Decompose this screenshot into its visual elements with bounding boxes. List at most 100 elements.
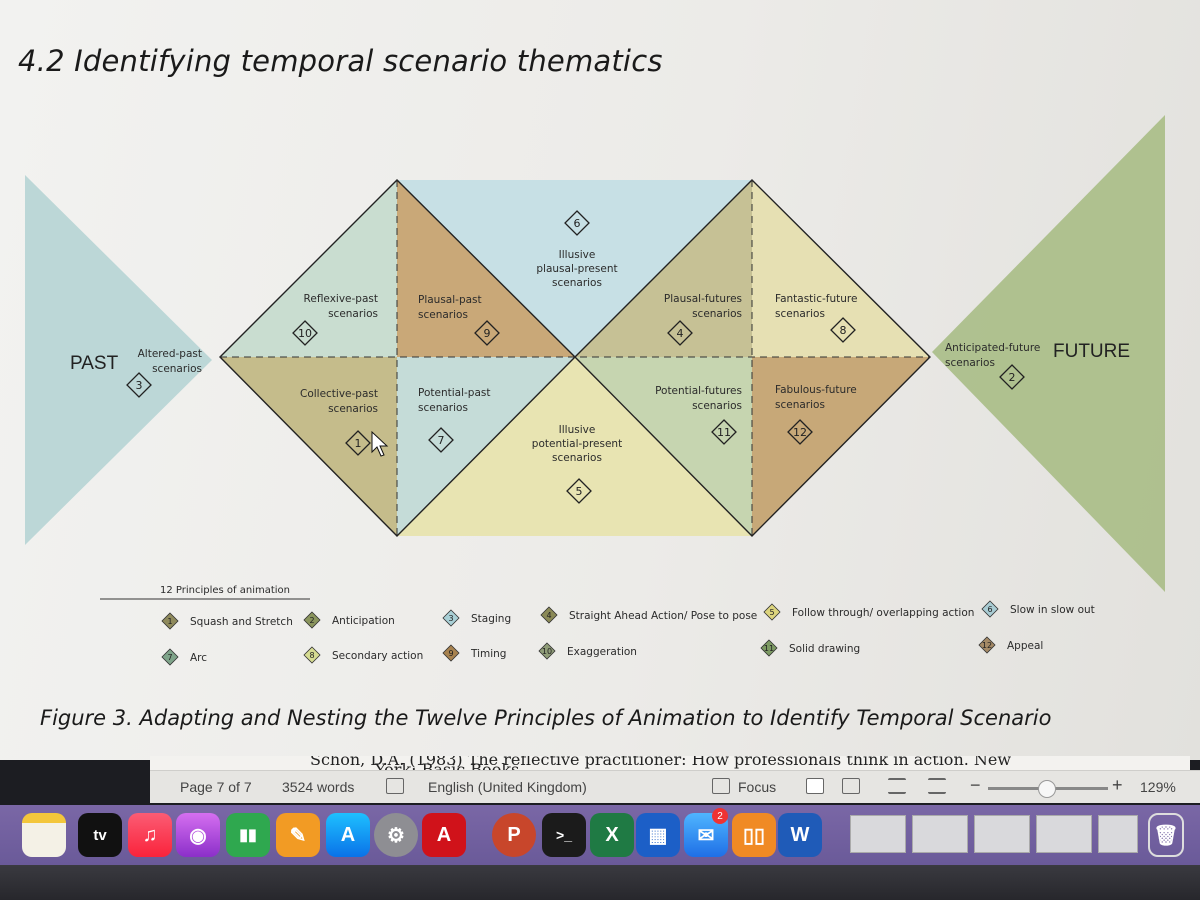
legend-item-3: 3 Staging [442,609,511,627]
numbers-icon[interactable]: ▮▮ [226,813,270,857]
badge-5: 5 [566,478,592,504]
word-icon[interactable]: W [778,813,822,857]
right-diamond-outline [574,179,931,537]
past-triangle [25,175,212,545]
badge-10: 10 [292,320,318,346]
svg-text:10: 10 [298,327,312,340]
zoom-slider-handle[interactable] [1038,780,1056,798]
region-6 [397,180,752,357]
appletv-label: tv [93,826,107,844]
legend-label-6: Slow in slow out [1010,604,1095,616]
trash-icon[interactable]: 🗑 [1148,813,1184,857]
acrobat-icon[interactable]: A [422,813,466,857]
focus-button[interactable]: Focus [738,779,777,795]
word-count[interactable]: 3524 words [282,779,355,795]
svg-text:1: 1 [355,437,362,450]
mouse-cursor-icon [371,430,389,457]
outline-view-icon[interactable] [888,778,906,794]
legend-number-11: 11 [764,644,774,653]
legend-number-5: 5 [769,608,774,617]
region-5 [397,357,752,536]
zoom-out-button[interactable]: − [970,775,981,795]
svg-text:9: 9 [484,327,491,340]
badge-4: 4 [667,320,693,346]
window-thumbnail-4[interactable] [1036,815,1092,853]
legend-heading: 12 Principles of animation [160,585,290,596]
print-layout-icon[interactable] [806,778,824,794]
notes-icon[interactable] [22,813,66,857]
legend-diamond-6 [981,600,999,618]
svg-text:3: 3 [136,379,143,392]
legend-number-1: 1 [167,617,172,626]
legend-number-7: 7 [167,653,172,662]
legend-item-6: 6 Slow in slow out [981,600,1095,618]
legend-number-8: 8 [309,651,314,660]
window-thumbnail-3[interactable] [974,815,1030,853]
window-thumbnail-1[interactable] [850,815,906,853]
legend-diamond-12 [978,636,996,654]
window-thumbnail-5[interactable] [1098,815,1138,853]
badge-11: 11 [711,419,737,445]
podcasts-icon[interactable]: ◉ [176,813,220,857]
legend-number-6: 6 [987,605,992,614]
svg-text:5: 5 [576,485,583,498]
appletv-icon[interactable]: tv [78,813,122,857]
web-layout-icon[interactable] [842,778,860,794]
draft-view-icon[interactable] [928,778,946,794]
badge-7: 7 [428,427,454,453]
books-icon[interactable]: ▯▯ [732,813,776,857]
legend-diamond-10 [538,642,556,660]
badge-3: 3 [126,372,152,398]
music-icon[interactable]: ♫ [128,813,172,857]
badge-8: 8 [830,317,856,343]
future-label: FUTURE [1053,341,1130,362]
svg-text:11: 11 [717,426,731,439]
legend-label-7: Arc [190,652,207,664]
legend-diamond-7 [161,648,179,666]
legend-number-9: 9 [448,649,453,658]
excel-icon[interactable]: X [590,813,634,857]
settings-icon[interactable]: ⚙ [374,813,418,857]
mail-icon[interactable]: ✉ [684,813,728,857]
page-count[interactable]: Page 7 of 7 [180,779,252,795]
legend-number-4: 4 [546,611,551,620]
powerpoint-icon[interactable]: P [492,813,536,857]
terminal-icon[interactable]: >_ [542,813,586,857]
svg-text:6: 6 [574,217,581,230]
legend-label-12: Appeal [1007,640,1043,652]
focus-icon[interactable] [712,778,730,794]
mail-badge: 2 [712,808,728,824]
legend-diamond-5 [763,603,781,621]
language-indicator[interactable]: English (United Kingdom) [428,779,587,795]
legend-diamond-8 [303,646,321,664]
defender-icon[interactable]: ▦ [636,813,680,857]
past-label: PAST [70,353,119,374]
badge-6: 6 [564,210,590,236]
badge-1: 1 [345,430,371,456]
desk-background [0,865,1200,900]
appstore-icon[interactable]: A [326,813,370,857]
pages-icon[interactable]: ✎ [276,813,320,857]
zoom-percentage[interactable]: 129% [1140,779,1176,795]
window-thumbnail-2[interactable] [912,815,968,853]
zoom-in-button[interactable]: + [1112,775,1123,795]
legend-label-3: Staging [471,613,511,625]
proofing-icon[interactable] [386,778,404,794]
page-title: 4.2 Identifying temporal scenario themat… [18,44,663,78]
svg-text:2: 2 [1009,371,1016,384]
legend-number-3: 3 [448,614,453,623]
